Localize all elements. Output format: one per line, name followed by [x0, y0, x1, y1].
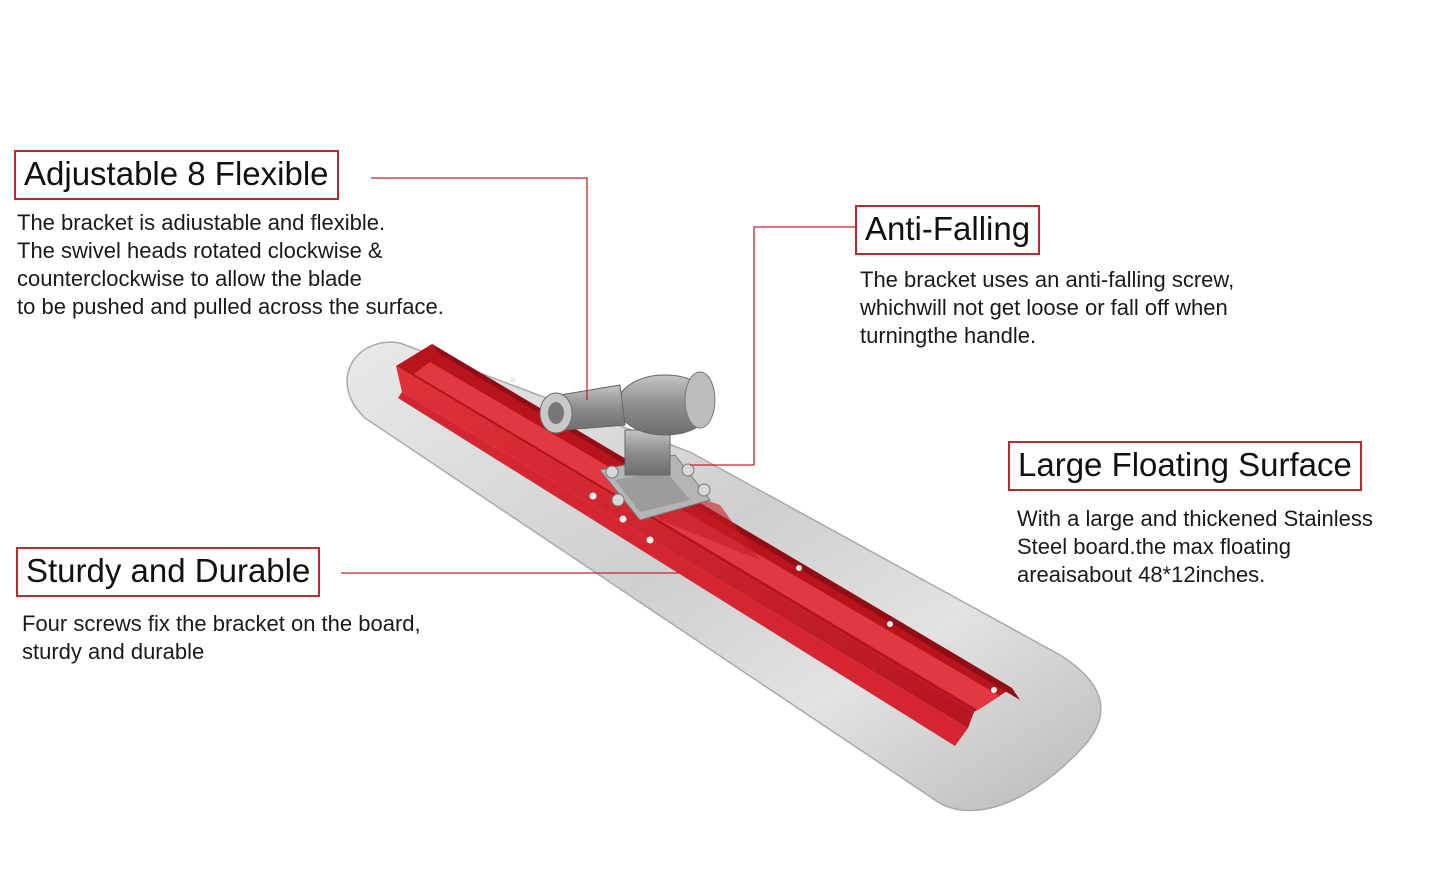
callout-title-anti-falling: Anti-Falling: [855, 205, 1041, 255]
callout-body-sturdy: Four screws fix the bracket on the board…: [22, 610, 421, 666]
callout-line: Four screws fix the bracket on the board…: [22, 611, 421, 636]
callout-body-adjustable: The bracket is adiustable and flexible. …: [17, 209, 444, 321]
leader-line-anti-falling: [690, 226, 855, 466]
swivel-bracket-icon: [539, 371, 716, 521]
callout-title-adjustable: Adjustable 8 Flexible: [14, 150, 339, 200]
leader-lines: [341, 177, 855, 574]
callout-line: The bracket is adiustable and flexible.: [17, 210, 386, 235]
callout-line: areaisabout 48*12inches.: [1017, 562, 1266, 587]
callout-line: whichwill not get loose or fall off when: [860, 295, 1228, 320]
callout-body-large-surface: With a large and thickened Stainless Ste…: [1017, 505, 1373, 589]
callout-title-large-surface: Large Floating Surface: [1008, 441, 1362, 491]
red-channel-bracket: [396, 344, 1020, 746]
leader-line-adjustable: [371, 177, 588, 400]
callout-body-anti-falling: The bracket uses an anti-falling screw, …: [860, 266, 1234, 350]
callout-line: to be pushed and pulled across the surfa…: [17, 294, 444, 319]
callout-line: Steel board.the max floating: [1017, 534, 1291, 559]
callout-line: The bracket uses an anti-falling screw,: [860, 267, 1235, 292]
callout-line: counterclockwise to allow the blade: [17, 266, 362, 291]
callout-line: With a large and thickened Stainless: [1017, 506, 1373, 531]
callout-title-sturdy: Sturdy and Durable: [16, 547, 321, 597]
callout-line: The swivel heads rotated clockwise &: [17, 238, 383, 263]
callout-line: sturdy and durable: [22, 639, 205, 664]
callout-line: turningthe handle.: [860, 323, 1037, 348]
